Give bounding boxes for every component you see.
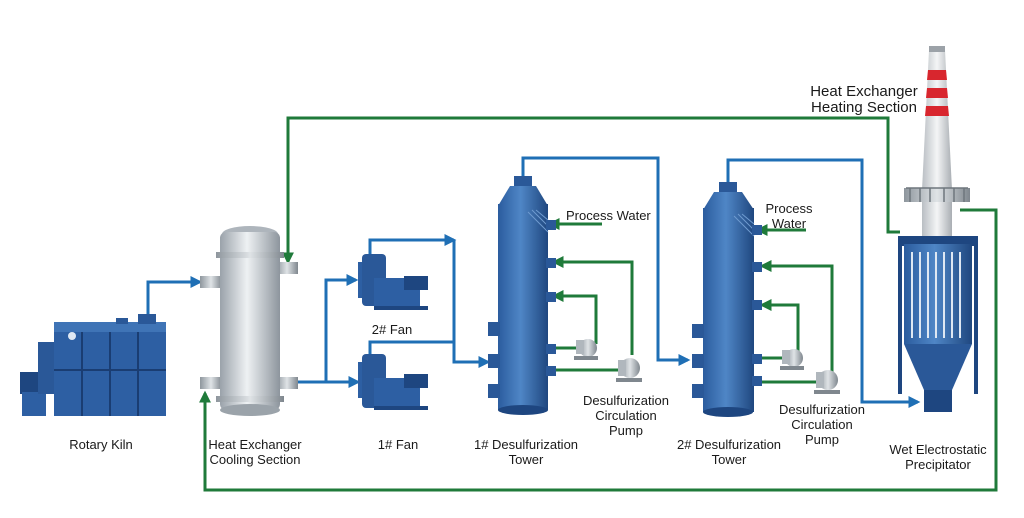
label-fan-1: 1# Fan — [377, 437, 419, 452]
label-tower-2: 2# Desulfurization Tower — [676, 437, 782, 467]
label-hx-cooling: Heat Exchanger Cooling Section — [208, 437, 302, 467]
label-hx-heating: Heat Exchanger Heating Section — [810, 83, 918, 116]
label-wesp: Wet Electrostatic Precipitator — [889, 442, 987, 472]
label-process-water-2: Process Water — [765, 201, 813, 231]
tower1-to-tower2-line — [521, 156, 691, 366]
chimney-stack — [904, 46, 970, 236]
desulfurization-tower-1 — [488, 176, 556, 415]
circulation-pump-1a — [574, 339, 598, 360]
fans-to-tower1-line — [452, 240, 491, 368]
label-fan-2: 2# Fan — [371, 322, 413, 337]
circulation-pump-2b — [814, 370, 840, 394]
flue-gas-lines — [146, 156, 921, 408]
tower1-circ-loop-upper — [551, 256, 634, 355]
tower1-circ-loop-mid — [551, 290, 598, 344]
tower2-circ-loop-mid — [759, 299, 800, 352]
label-pump-1: Desulfurization Circulation Pump — [583, 393, 669, 438]
label-tower-1: 1# Desulfurization Tower — [473, 437, 579, 467]
heating-return-line — [282, 116, 900, 265]
tower2-circ-loop-upper — [759, 260, 834, 372]
label-process-water-1: Process Water — [566, 208, 651, 223]
kiln-to-hx-line — [146, 276, 203, 320]
circulation-pump-2a — [780, 349, 804, 370]
fan-1 — [358, 354, 428, 410]
fan-2 — [358, 254, 428, 310]
wet-electrostatic-precipitator — [898, 236, 978, 412]
label-pump-2: Desulfurization Circulation Pump — [779, 402, 865, 447]
kiln-porthole-icon — [68, 332, 76, 340]
rotary-kiln — [20, 314, 166, 416]
label-rotary-kiln: Rotary Kiln — [69, 437, 133, 452]
desulfurization-tower-2 — [692, 182, 762, 417]
hx-cooling-section — [200, 226, 298, 416]
cooling-return-line — [199, 208, 998, 492]
hx-to-fans-line — [296, 274, 359, 384]
circulation-pump-1b — [616, 358, 642, 382]
tower2-to-wesp-line — [726, 158, 921, 408]
water-lines — [199, 116, 998, 492]
